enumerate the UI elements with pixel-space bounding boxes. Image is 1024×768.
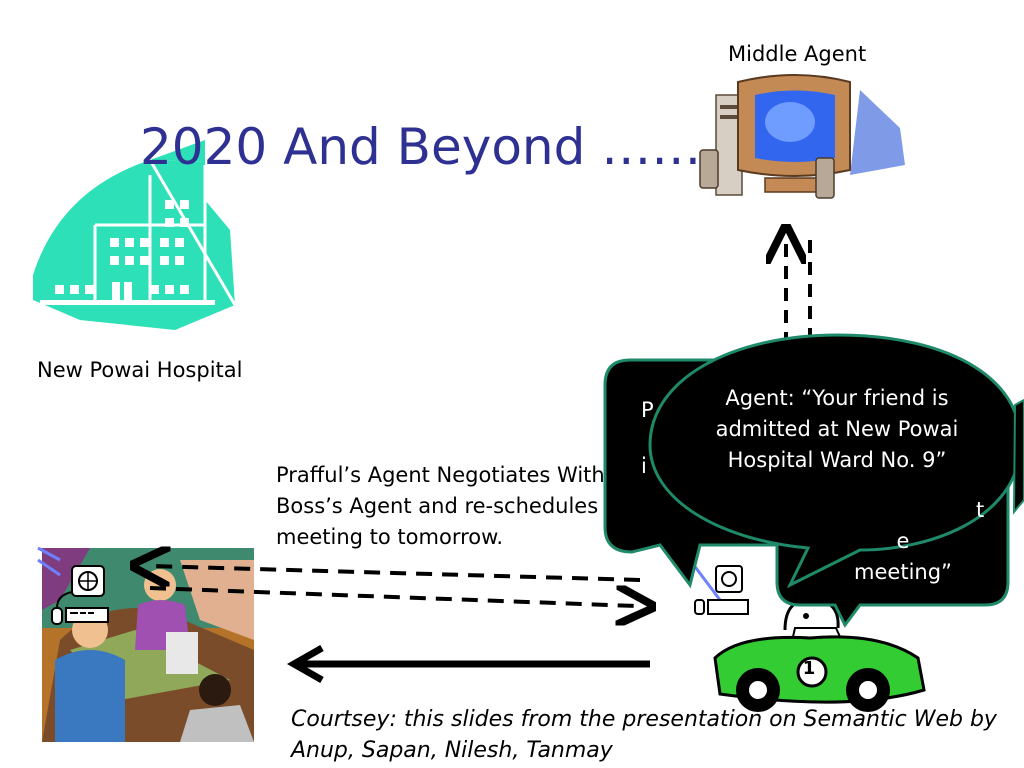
terminal-icon xyxy=(51,565,109,625)
meeting-clipart-icon xyxy=(37,546,254,742)
courtesy-note: Courtsey: this slides from the presentat… xyxy=(291,707,997,763)
solid-arrow-left xyxy=(286,644,650,684)
computer-icon xyxy=(699,74,905,199)
back-bubble-text-fragment: P xyxy=(641,398,654,422)
hospital-icon xyxy=(33,140,237,330)
middle-agent-label: Middle Agent xyxy=(728,42,867,66)
slide-title: 2020 And Beyond …… xyxy=(140,118,702,176)
middle-bubble-text-fragment: t xyxy=(976,498,985,522)
middle-agent-link-arrows xyxy=(786,240,812,345)
back-bubble-text-fragment: i xyxy=(641,454,647,478)
hospital-label: New Powai Hospital xyxy=(37,358,243,382)
car-number-label: 1 xyxy=(803,658,816,679)
car-icon xyxy=(713,598,926,712)
negotiation-description: Prafful’s Agent Negotiates With Boss’s A… xyxy=(276,463,605,549)
negotiation-arrows xyxy=(150,566,640,606)
hospital-message-bubble-text: Agent: “Your friend is admitted at New P… xyxy=(715,386,959,472)
speech-bubble-front xyxy=(648,333,1024,589)
middle-bubble-text-line: meeting” xyxy=(854,560,952,584)
middle-bubble-text-line: e xyxy=(896,529,910,553)
car-terminal-icon xyxy=(688,559,749,615)
